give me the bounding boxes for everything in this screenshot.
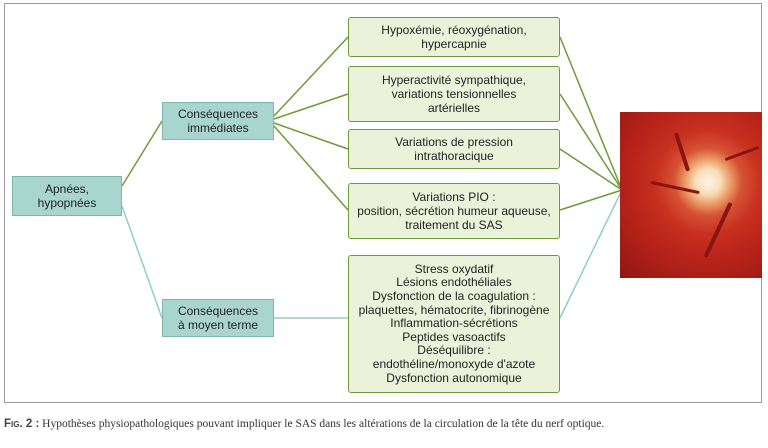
branch-immediate: Conséquences immédiates (162, 102, 274, 140)
link-leaf1-photo (559, 36, 623, 191)
figure-caption: Fig. 2 : Hypothèses physiopathologiques … (4, 418, 762, 430)
link-leaf2-photo (559, 93, 623, 191)
leaf-hypoxemia: Hypoxémie, réoxygénation, hypercapnie (348, 17, 560, 57)
link-leaf4-photo (559, 189, 623, 211)
root-label: Apnées, hypopnées (37, 182, 97, 210)
link-root-immediate (121, 120, 163, 187)
branch-medium: Conséquences à moyen terme (162, 299, 274, 337)
link-immediate-leaf3 (273, 122, 349, 150)
leaf-hypoxemia-label: Hypoxémie, réoxygénation, hypercapnie (381, 23, 527, 51)
link-immediate-leaf4 (273, 125, 349, 211)
leaf-iop: Variations PIO : position, sécrétion hum… (348, 183, 560, 239)
retinal-vessel (650, 180, 700, 195)
optic-nerve-head-photo (620, 112, 762, 278)
leaf-thoracic-pressure-label: Variations de pression intrathoracique (395, 135, 513, 163)
link-leaf5-photo (559, 189, 623, 319)
leaf-medium-term: Stress oxydatif Lésions endothéliales Dy… (348, 255, 560, 393)
leaf-medium-term-label: Stress oxydatif Lésions endothéliales Dy… (358, 261, 550, 385)
retinal-vessel (673, 132, 691, 172)
leaf-thoracic-pressure: Variations de pression intrathoracique (348, 129, 560, 169)
link-immediate-leaf1 (273, 36, 349, 117)
link-leaf3-photo (559, 148, 623, 191)
retinal-vessel (724, 145, 760, 162)
retinal-vessel (703, 201, 733, 259)
leaf-sympathetic-label: Hyperactivité sympathique, variations te… (381, 73, 527, 115)
caption-label: Fig. 2 : (4, 418, 40, 430)
link-immediate-leaf2 (273, 93, 349, 120)
root-node: Apnées, hypopnées (12, 176, 122, 216)
branch-immediate-label: Conséquences immédiates (177, 107, 259, 135)
leaf-sympathetic: Hyperactivité sympathique, variations te… (348, 66, 560, 122)
branch-medium-label: Conséquences à moyen terme (177, 304, 259, 332)
link-root-medium (121, 205, 163, 319)
caption-text: Hypothèses physiopathologiques pouvant i… (39, 418, 605, 430)
leaf-iop-label: Variations PIO : position, sécrétion hum… (357, 190, 551, 232)
